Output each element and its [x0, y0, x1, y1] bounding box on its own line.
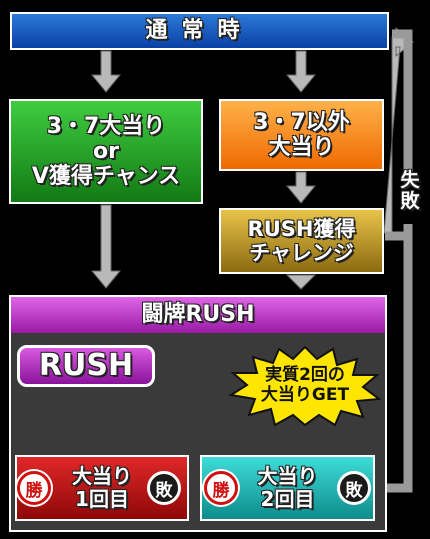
get-callout: 実質2回の 大当りGET — [227, 345, 383, 427]
arrow-other-to-challenge — [285, 171, 317, 204]
normal-state-box: 通常時 — [10, 12, 389, 50]
fail-label-char1: 失 — [400, 169, 420, 191]
fail-label: 失 敗 — [395, 169, 425, 212]
rush-challenge-line1: RUSH獲得 — [247, 216, 356, 241]
arrow-normal-to-other — [285, 50, 317, 93]
jackpot-other-line1: 3・7以外 — [253, 109, 351, 135]
jackpot-other-box: 3・7以外 大当り — [219, 99, 384, 171]
rush-mode-header: 闘牌RUSH — [11, 297, 385, 333]
rush-challenge-box: RUSH獲得 チャレンジ — [219, 208, 384, 274]
normal-state-label: 通常時 — [145, 18, 254, 44]
get-callout-line2: 大当りGET — [260, 385, 350, 405]
jackpot-other-line2: 大当り — [268, 134, 335, 160]
jackpot-37-box: 3・7大当り or V獲得チャンス — [9, 99, 203, 204]
round2-win-badge: 勝 — [204, 471, 238, 505]
round1-lose-badge: 敗 — [147, 471, 181, 505]
round2-line1: 大当り — [257, 464, 318, 488]
rush-challenge-line2: チャレンジ — [249, 240, 355, 265]
jackpot-37-line3: V獲得チャンス — [31, 164, 181, 190]
round1-win-badge: 勝 — [17, 471, 51, 505]
round1-win-symbol: 勝 — [25, 480, 43, 501]
round1-line2: 1回目 — [75, 487, 130, 511]
round1-line1: 大当り — [72, 464, 133, 488]
jackpot-37-line1: 3・7大当り — [46, 113, 166, 139]
round2-lose-badge: 敗 — [337, 471, 371, 505]
round1-lose-symbol: 敗 — [155, 480, 173, 501]
fail-label-char2: 敗 — [400, 189, 420, 212]
arrow-challenge-to-rush — [285, 274, 317, 290]
rail-lose-to-normal — [372, 29, 413, 493]
arrow-normal-to-37 — [90, 50, 122, 93]
fail-label-background — [395, 172, 425, 224]
jackpot-37-line2: or — [93, 138, 120, 164]
get-callout-line1: 実質2回の — [265, 365, 345, 386]
rush-badge: RUSH — [17, 345, 155, 387]
rush-mode-title: 闘牌RUSH — [141, 302, 255, 328]
round2-lose-symbol: 敗 — [345, 480, 363, 501]
starburst-icon — [228, 345, 382, 427]
rush-badge-label: RUSH — [38, 347, 134, 383]
arrow-37-to-rush — [90, 204, 122, 289]
round2-line2: 2回目 — [260, 487, 315, 511]
round2-win-symbol: 勝 — [212, 480, 230, 501]
